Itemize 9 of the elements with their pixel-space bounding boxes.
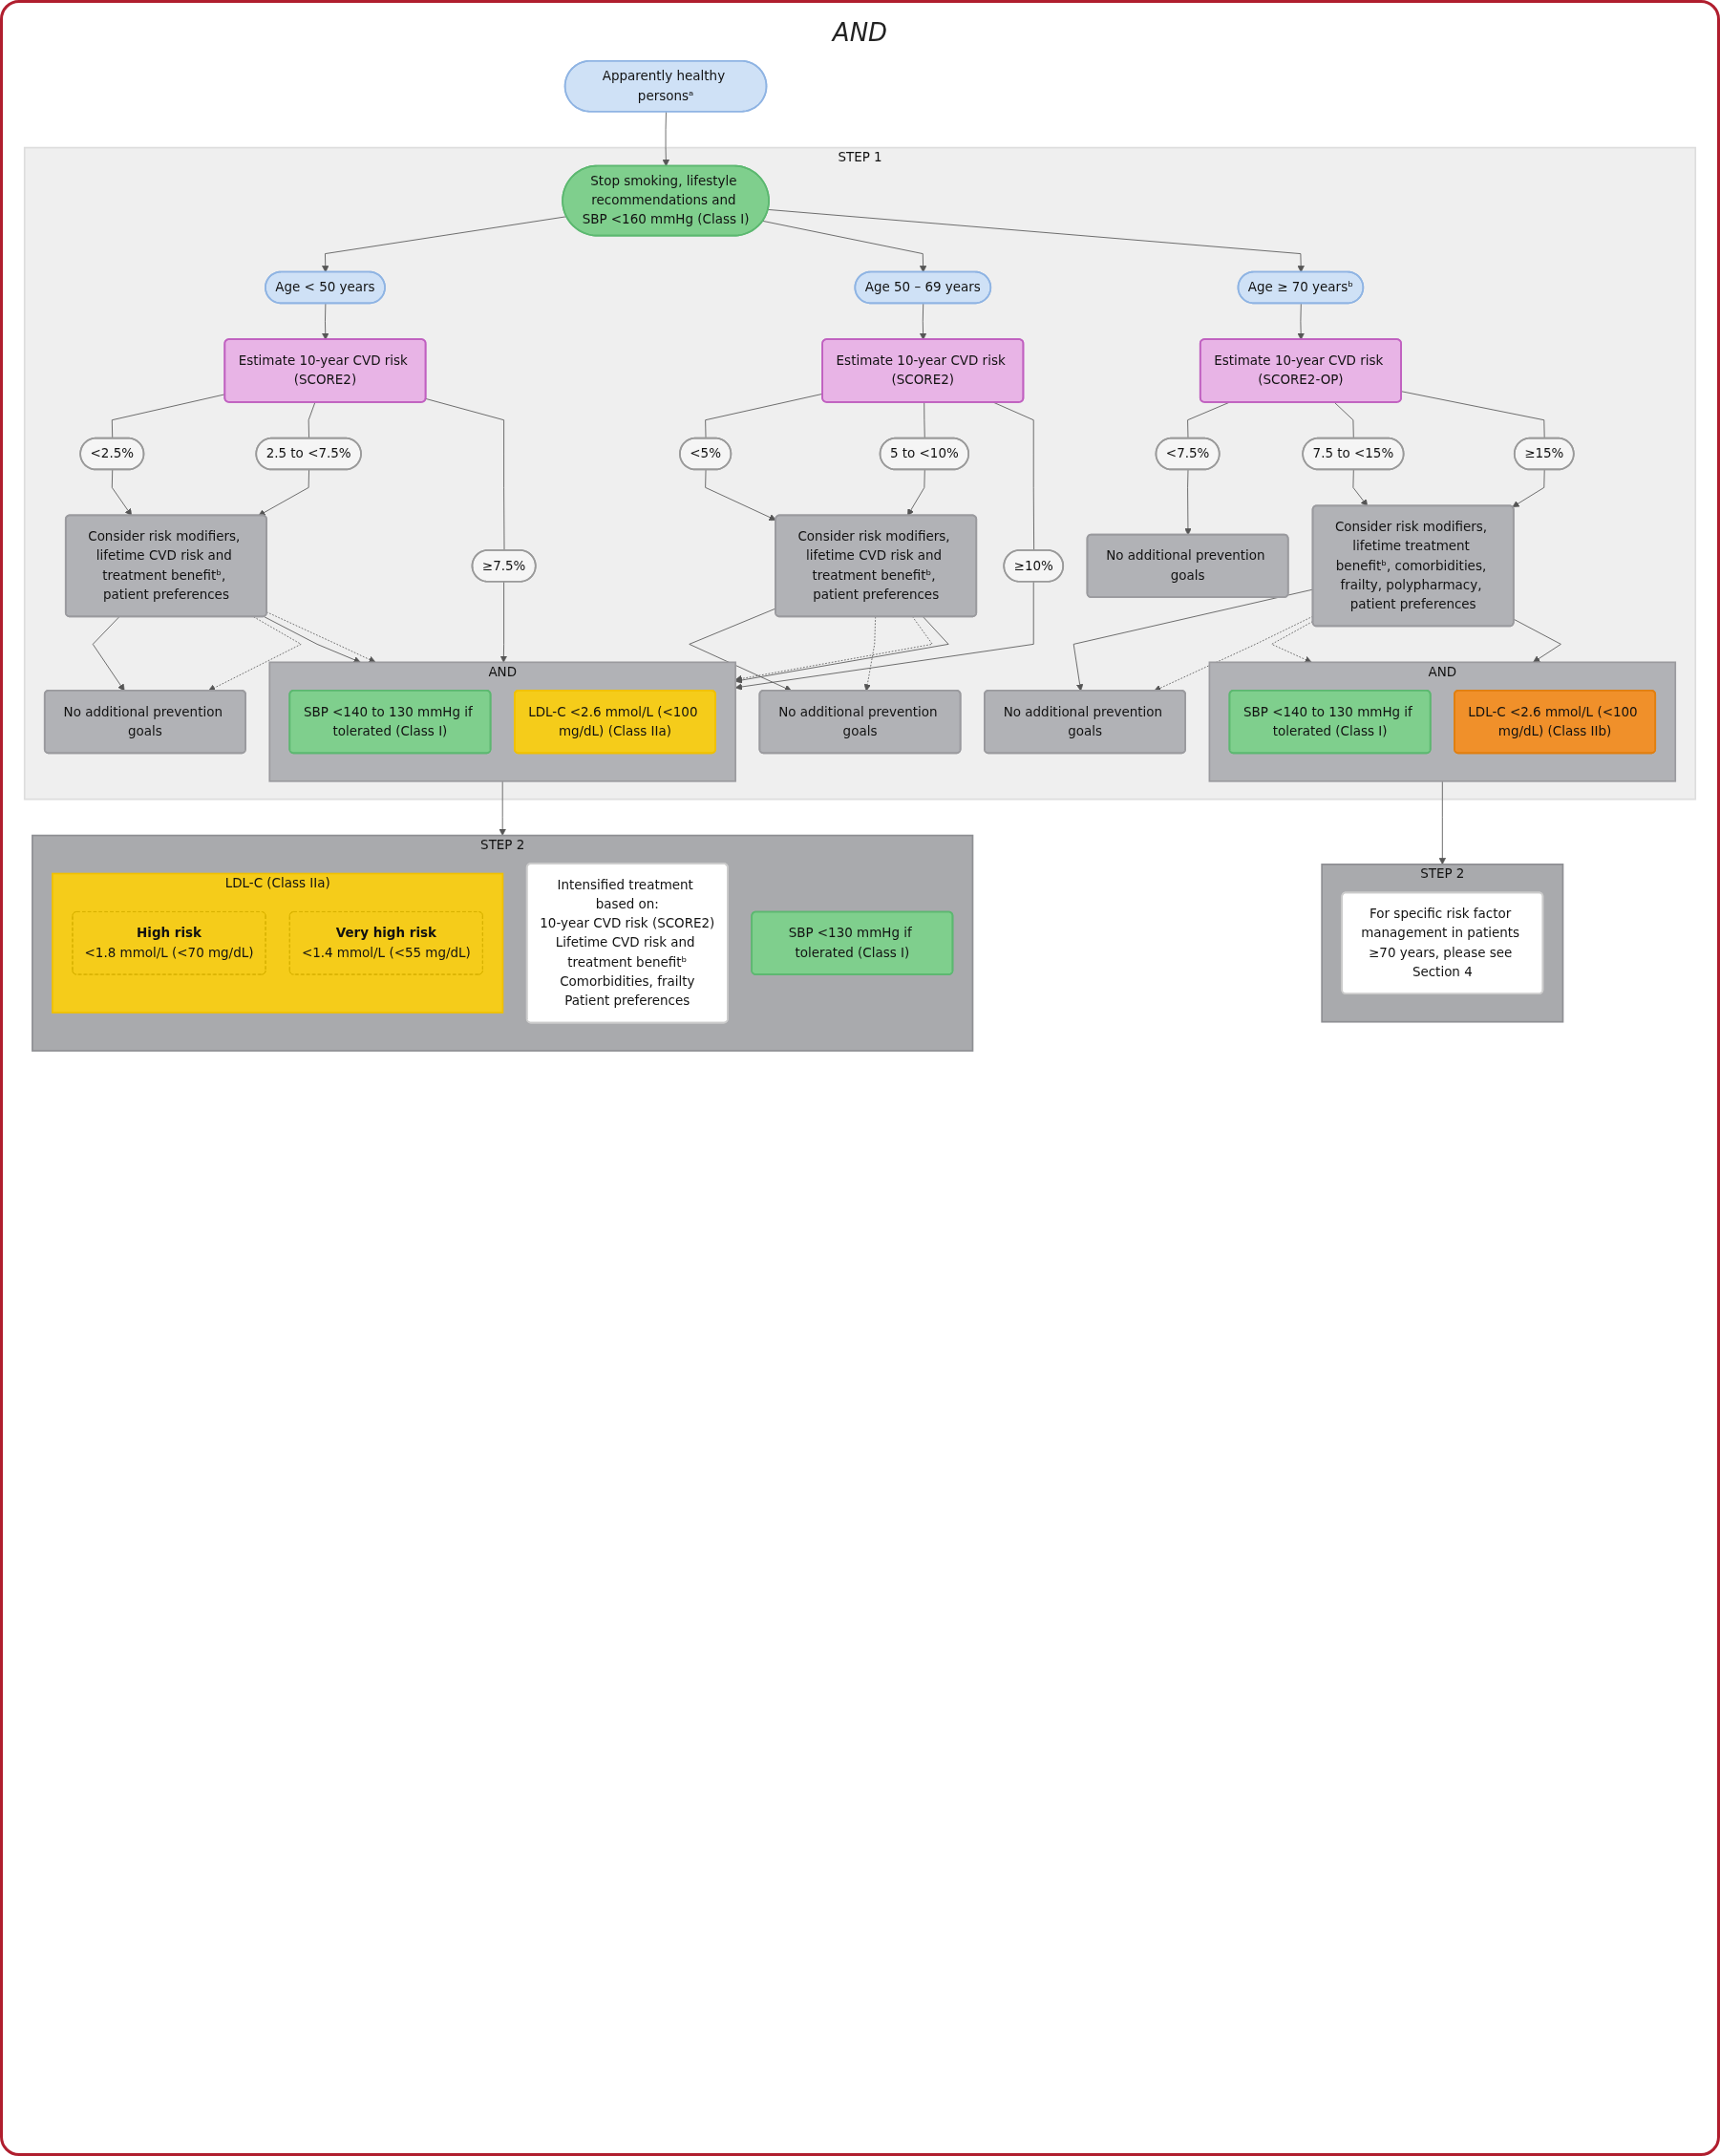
connector: [1187, 401, 1230, 439]
connector: [924, 401, 925, 439]
connector: [308, 401, 316, 439]
connector: [1333, 401, 1354, 439]
connector: [425, 398, 505, 551]
connector: [1401, 391, 1545, 439]
connector: [705, 393, 823, 439]
connector: [992, 401, 1035, 551]
note-text: AND: [832, 18, 888, 47]
